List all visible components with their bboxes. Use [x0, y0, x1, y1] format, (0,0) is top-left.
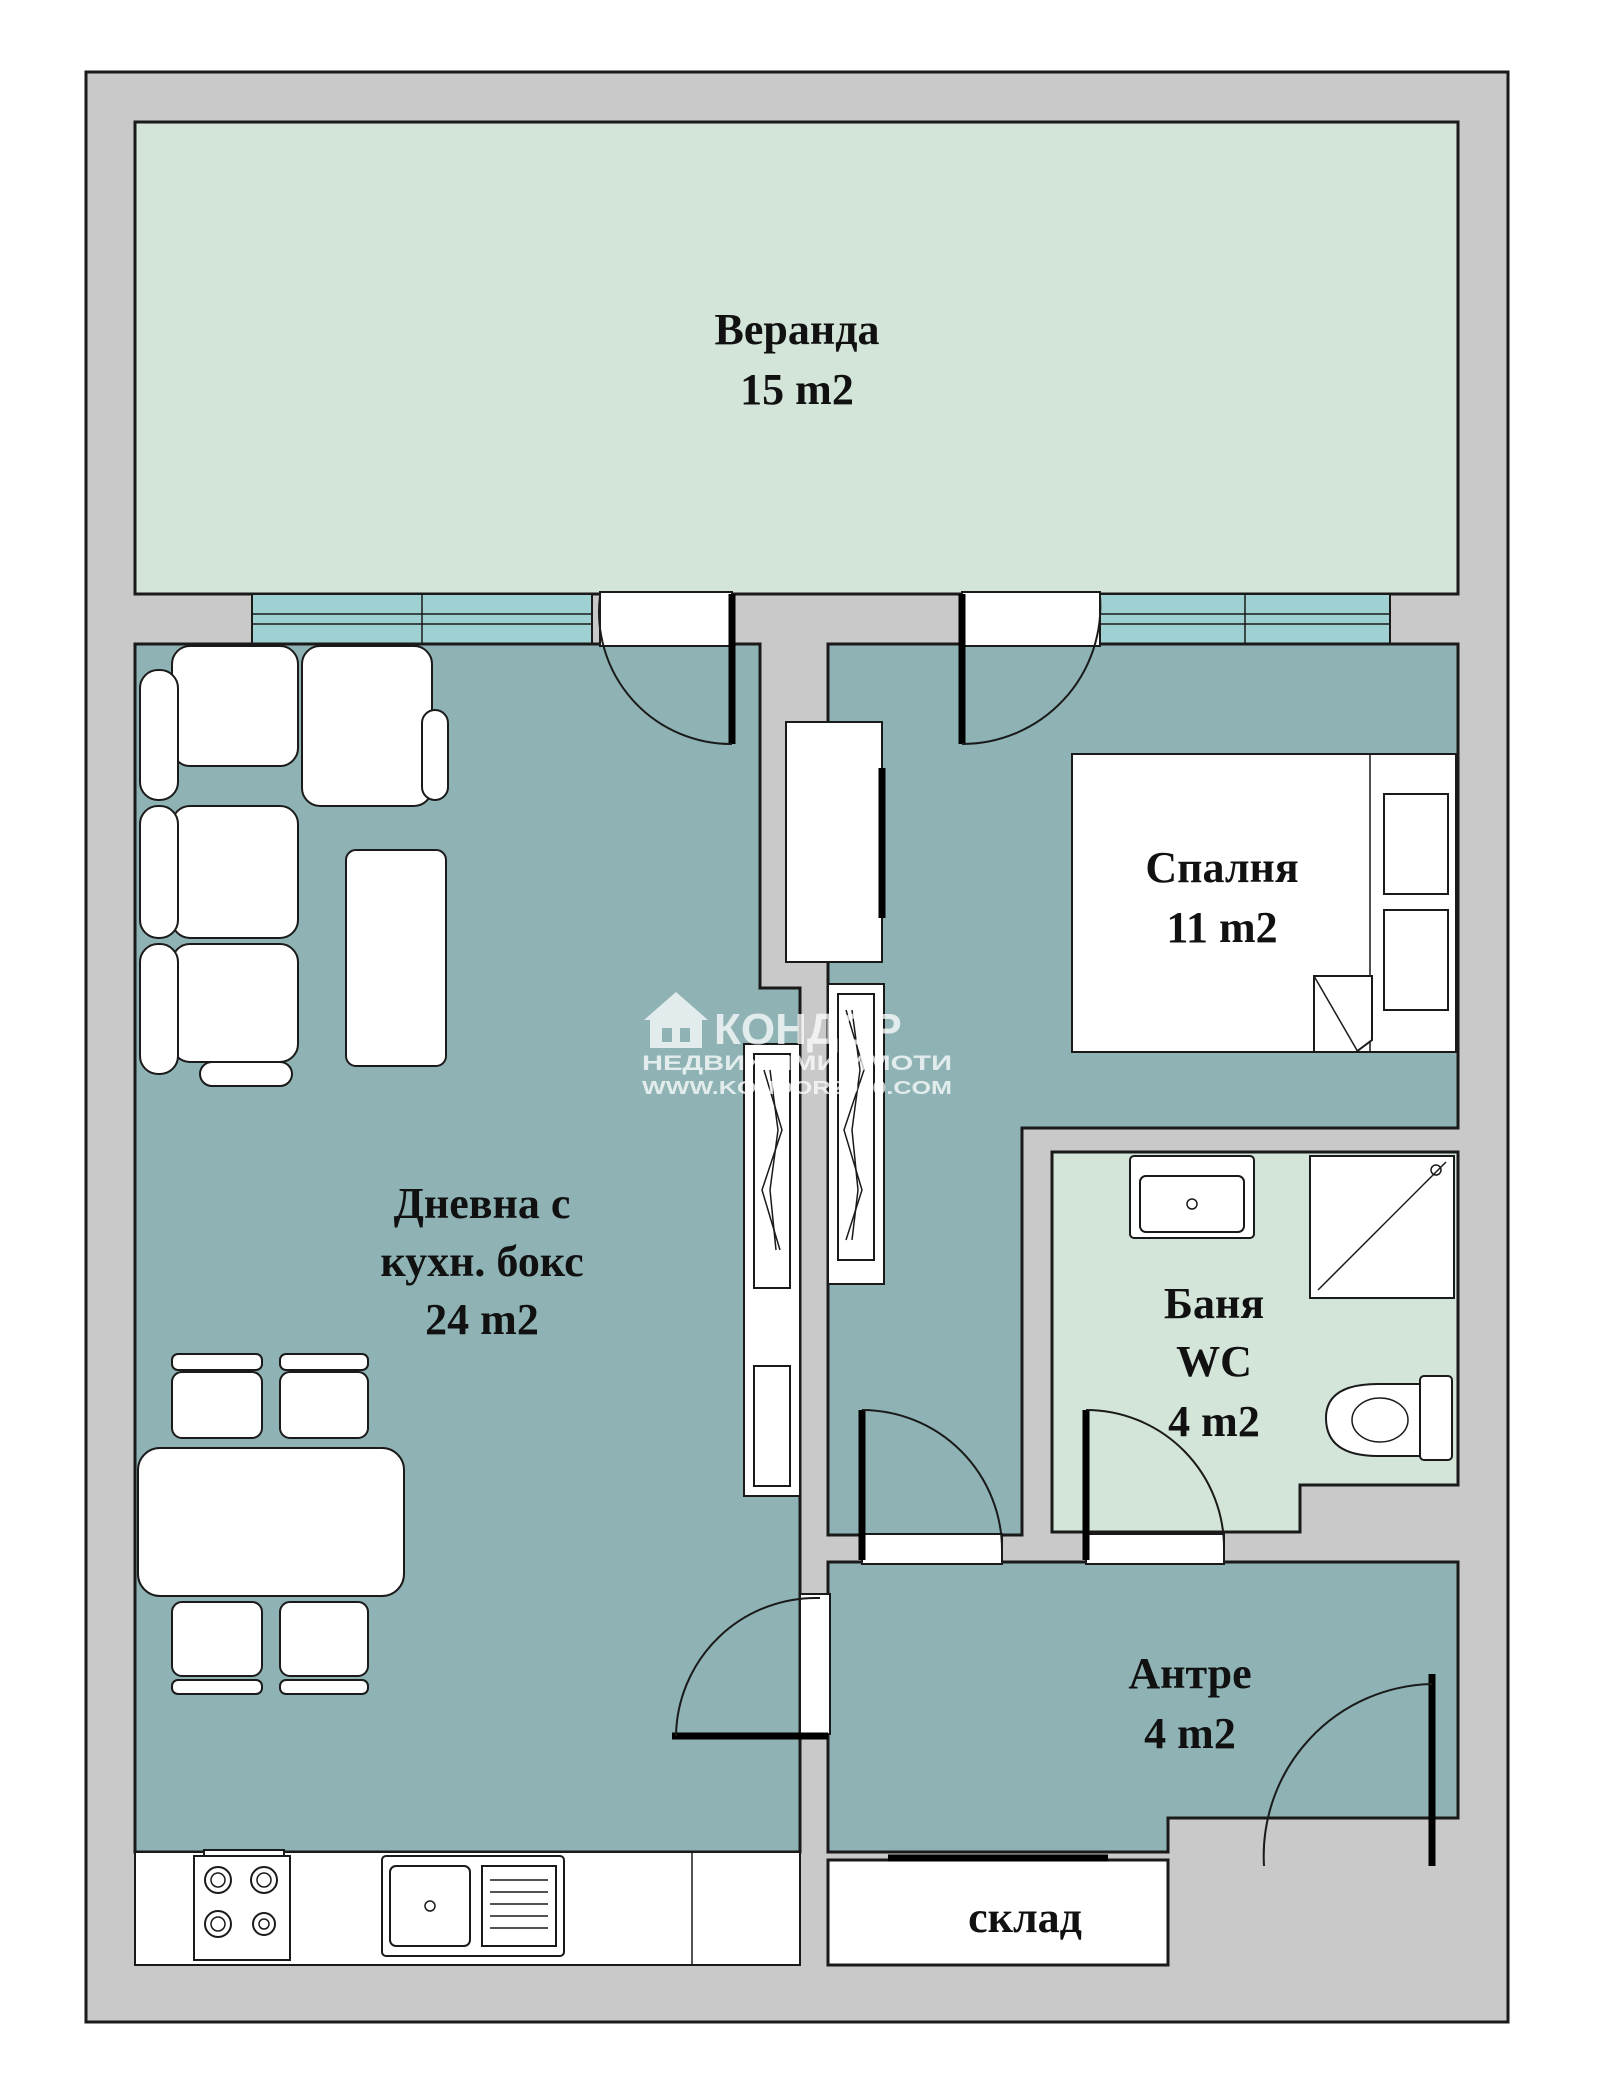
door-veranda-living [598, 594, 736, 746]
window-living [251, 593, 593, 645]
window-bedroom [1099, 593, 1391, 645]
living-name-line1: Дневна с [394, 1179, 571, 1228]
entrance-floor [826, 1560, 1460, 1854]
veranda-area: 15 m2 [740, 365, 854, 414]
dining-table-icon [137, 1353, 405, 1695]
entrance-name: Антре [1128, 1649, 1251, 1698]
bathroom-sink-icon [1129, 1155, 1255, 1239]
bedroom-name: Спалня [1145, 843, 1298, 892]
door-veranda-bedroom [958, 594, 1102, 746]
watermark-url: WWW.KONDOR2000.COM [642, 1078, 952, 1098]
stove-icon [193, 1849, 291, 1961]
kitchen-sink-icon [381, 1855, 565, 1957]
wardrobe-hallway [785, 721, 886, 1285]
toilet-icon [1324, 1375, 1453, 1461]
watermark: КОНДОР НЕДВИЖИМИ ИМОТИ WWW.KONDOR2000.CO… [642, 992, 952, 1098]
bathroom-area: 4 m2 [1168, 1397, 1260, 1446]
watermark-brand: КОНДОР [714, 1005, 902, 1054]
living-area: 24 m2 [425, 1295, 539, 1344]
coffee-table [345, 849, 447, 1067]
door-hallway [858, 1409, 1003, 1560]
bathroom-wc: WC [1176, 1337, 1252, 1386]
sofa-icon [139, 645, 449, 1087]
shower-icon [1309, 1155, 1455, 1299]
storage-name: склад [968, 1893, 1082, 1942]
bathroom-name: Баня [1164, 1279, 1264, 1328]
door-bathroom [1082, 1409, 1226, 1560]
bed-icon [1071, 753, 1457, 1053]
house-logo-icon [644, 992, 708, 1048]
living-name-line2: кухн. бокс [380, 1237, 583, 1286]
veranda-name: Веранда [715, 305, 880, 354]
entrance-area: 4 m2 [1144, 1709, 1236, 1758]
wardrobe-living [743, 1043, 801, 1497]
door-living-entrance [672, 1596, 828, 1740]
veranda-floor [133, 120, 1460, 596]
watermark-tagline: НЕДВИЖИМИ ИМОТИ [642, 1052, 952, 1075]
door-front-entrance [1262, 1674, 1436, 1867]
bedroom-area: 11 m2 [1166, 903, 1277, 952]
